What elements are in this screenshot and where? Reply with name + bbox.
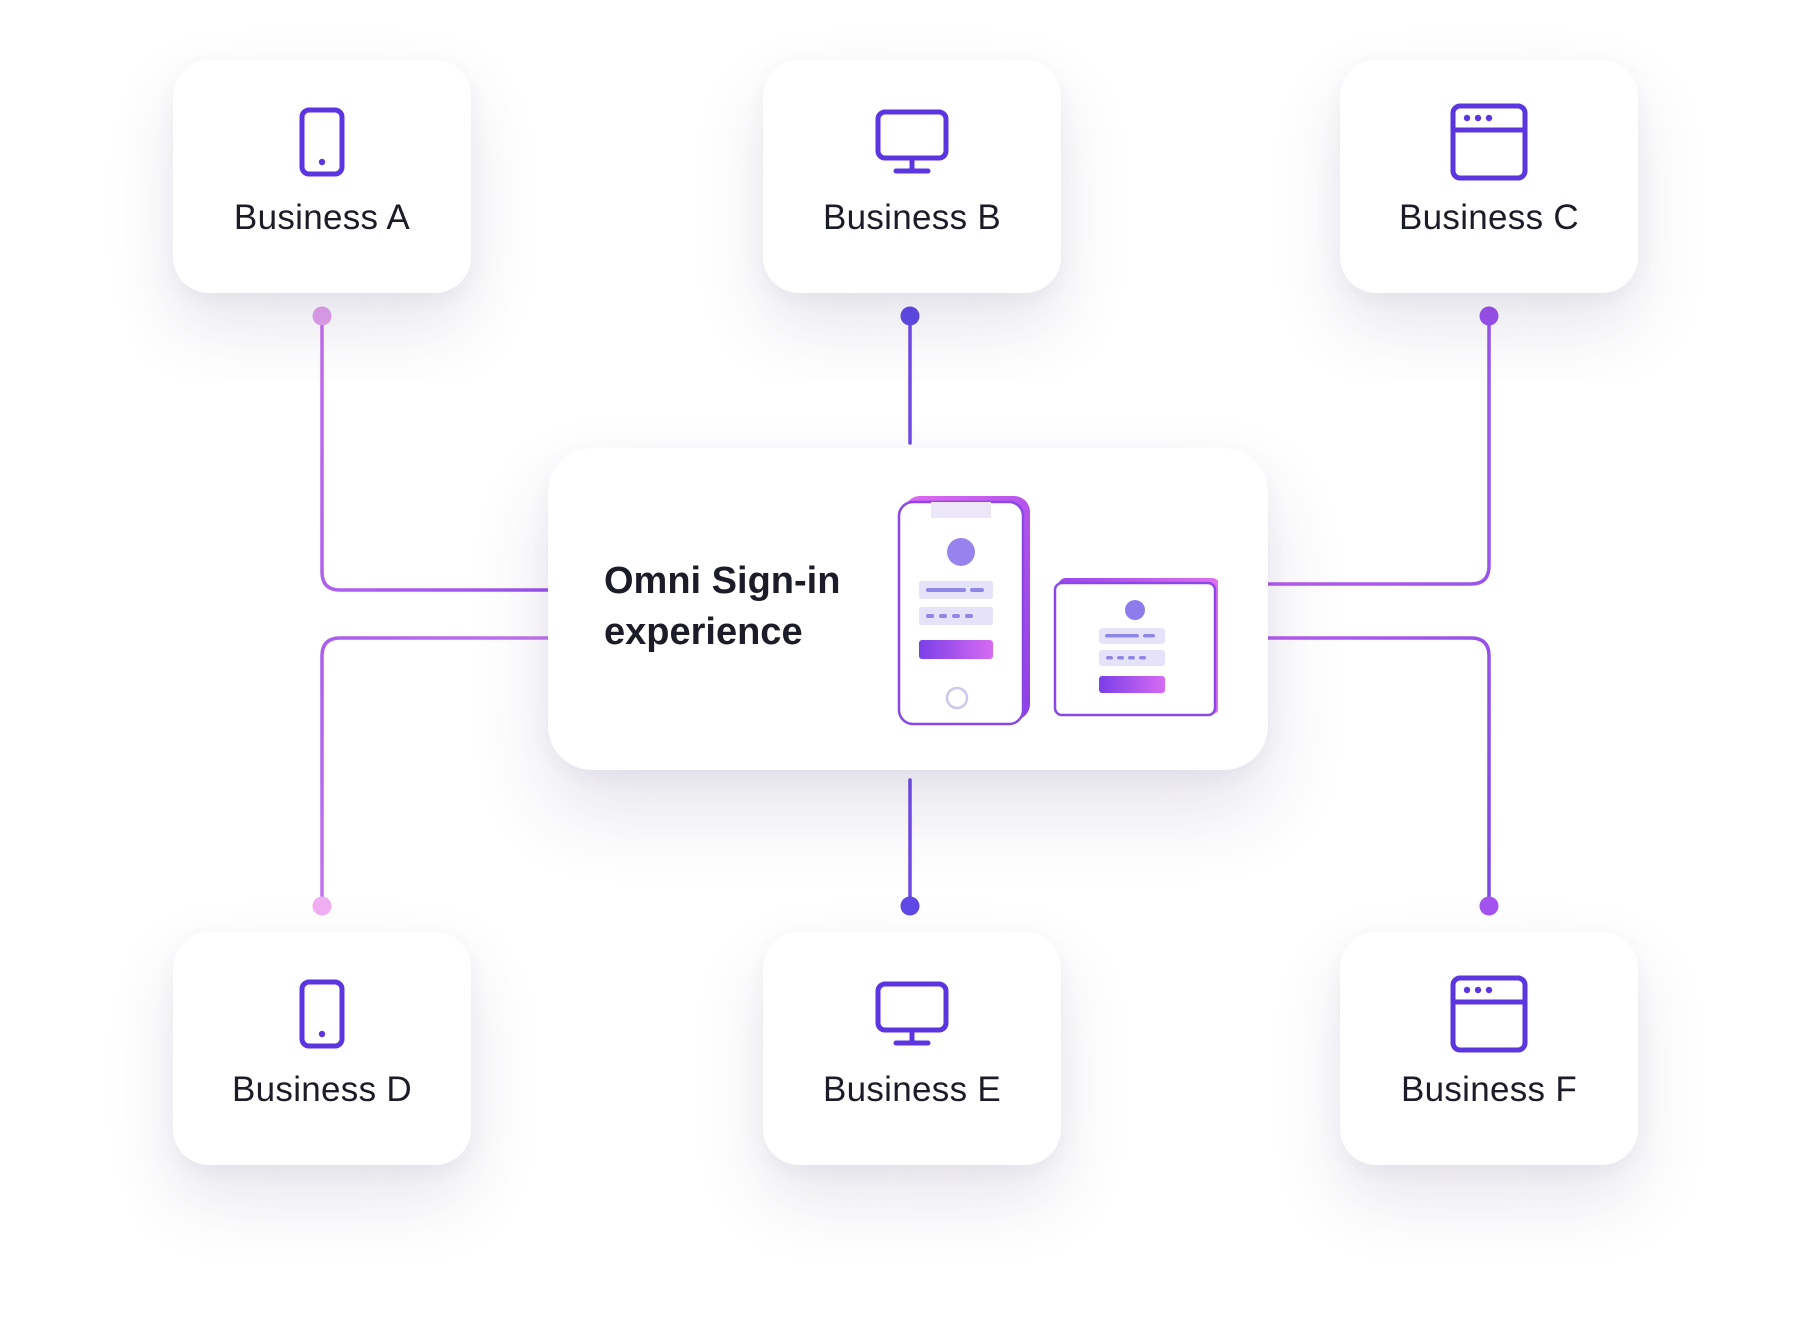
business-card-f: Business F xyxy=(1340,932,1638,1165)
business-label: Business B xyxy=(822,198,1002,237)
monitor-icon xyxy=(875,981,949,1046)
tablet-mockup xyxy=(1053,578,1218,717)
browser-window-icon xyxy=(1450,975,1528,1053)
business-card-b: Business B xyxy=(763,60,1061,293)
connector-dot-a xyxy=(312,306,332,326)
connector-dot-e xyxy=(900,896,920,916)
connector-line-f xyxy=(1266,636,1491,907)
connector-line-a xyxy=(320,316,550,592)
connector-dot-c xyxy=(1479,306,1499,326)
connector-dot-d xyxy=(312,896,332,916)
hub-title-line-2: experience xyxy=(604,611,803,653)
business-label: Business F xyxy=(1400,1070,1578,1109)
omni-signin-card: Omni Sign-in experience xyxy=(548,448,1268,770)
connector-line-d xyxy=(320,636,550,907)
tablet-icon xyxy=(299,979,345,1049)
monitor-icon xyxy=(875,109,949,174)
connector-dot-f xyxy=(1479,896,1499,916)
phone-mockup xyxy=(897,496,1030,726)
business-card-c: Business C xyxy=(1340,60,1638,293)
connector-dot-b xyxy=(900,306,920,326)
business-card-a: Business A xyxy=(173,60,471,293)
tablet-icon xyxy=(299,107,345,177)
connector-line-c xyxy=(1266,316,1491,586)
signin-devices-illustration xyxy=(897,496,1218,726)
business-label: Business D xyxy=(231,1070,413,1109)
business-label: Business E xyxy=(822,1070,1002,1109)
browser-window-icon xyxy=(1450,103,1528,181)
business-label: Business A xyxy=(233,198,411,237)
hub-title: Omni Sign-in experience xyxy=(604,556,904,658)
hub-title-line-1: Omni Sign-in xyxy=(604,560,841,602)
business-card-e: Business E xyxy=(763,932,1061,1165)
business-card-d: Business D xyxy=(173,932,471,1165)
business-label: Business C xyxy=(1398,198,1580,237)
